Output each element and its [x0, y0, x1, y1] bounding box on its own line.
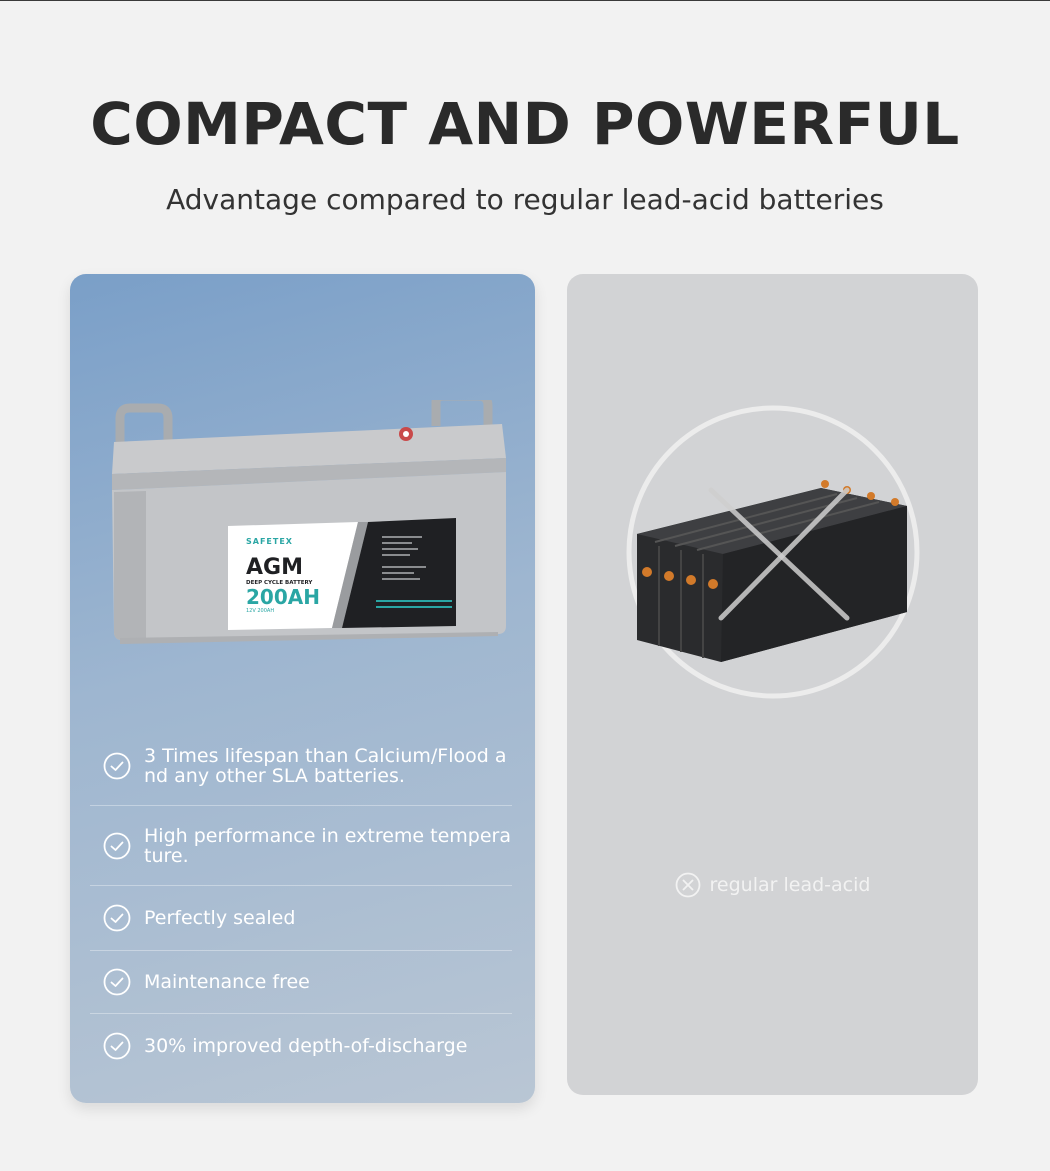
lead-acid-card: regular lead-acid [567, 274, 978, 1095]
agm-battery-card: SAFETEX AGM DEEP CYCLE BATTERY 200AH 12V… [70, 274, 535, 1103]
feature-maintenance-free: Maintenance free [90, 951, 512, 1014]
check-circle-icon [103, 752, 131, 779]
battery-subtitle: DEEP CYCLE BATTERY [246, 580, 313, 586]
feature-list: 3 Times lifespan than Calcium/Flood and … [90, 726, 512, 1077]
lead-acid-battery-image [626, 405, 920, 699]
check-circle-icon [103, 904, 131, 932]
lead-acid-caption: regular lead-acid [567, 872, 978, 898]
battery-spec: 12V 200AH [246, 608, 274, 614]
x-circle-icon [675, 872, 700, 898]
check-circle-icon [103, 1032, 131, 1059]
battery-brand: SAFETEX [246, 537, 293, 546]
feature-text: Maintenance free [144, 971, 310, 993]
check-circle-icon [103, 968, 131, 996]
battery-capacity: 200AH [246, 585, 320, 609]
feature-text: 3 Times lifespan than Calcium/Flood and … [144, 744, 507, 787]
feature-text: 30% improved depth-of-discharge [144, 1034, 468, 1057]
feature-sealed: Perfectly sealed [90, 886, 512, 951]
feature-lifespan: 3 Times lifespan than Calcium/Flood and … [90, 726, 512, 806]
lead-acid-label: regular lead-acid [709, 874, 871, 896]
check-circle-icon [103, 832, 131, 859]
feature-text: Perfectly sealed [144, 907, 296, 929]
feature-extreme-temperature: High performance in extreme temperature. [90, 806, 512, 886]
feature-depth-of-discharge: 30% improved depth-of-discharge [90, 1014, 512, 1077]
feature-text: High performance in extreme temperature. [144, 824, 512, 867]
page-subtitle: Advantage compared to regular lead-acid … [166, 183, 884, 216]
agm-battery-image: SAFETEX AGM DEEP CYCLE BATTERY 200AH 12V… [112, 400, 506, 644]
page-title: COMPACT AND POWERFUL [90, 90, 960, 158]
top-divider [0, 0, 1050, 1]
battery-type: AGM [246, 555, 303, 580]
